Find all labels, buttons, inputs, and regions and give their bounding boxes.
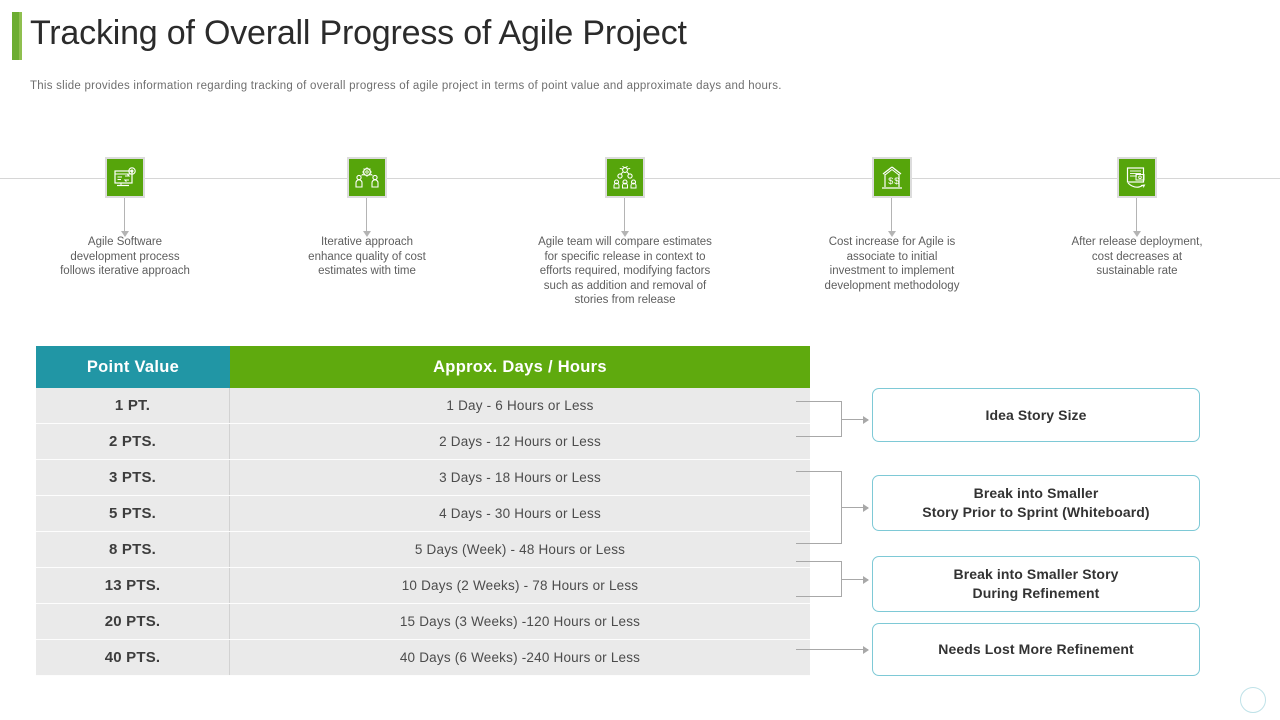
bracket-group-1 [796, 401, 842, 437]
timeline-caption-2: Iterative approach enhance quality of co… [308, 236, 426, 277]
decorative-circle [1240, 687, 1266, 713]
cost-investment-icon: $ $ [872, 157, 912, 198]
timeline-node-4[interactable]: $ $ Cost increase for Agile is associate… [825, 157, 959, 292]
timeline-node-1[interactable]: Agile Software development process follo… [60, 157, 190, 277]
cell-point-value: 20 PTS. [36, 604, 230, 639]
callout-box-4[interactable]: Needs Lost More Refinement [872, 623, 1200, 676]
svg-text:$: $ [894, 176, 899, 186]
callout-box-2[interactable]: Break into Smaller Story Prior to Sprint… [872, 475, 1200, 531]
cell-days-hours: 5 Days (Week) - 48 Hours or Less [414, 542, 626, 557]
connector-arrow-4 [796, 645, 869, 654]
cell-point-value: 5 PTS. [36, 496, 230, 531]
connector-arrow-3 [842, 575, 869, 584]
table-row[interactable]: 2 PTS. 2 Days - 12 Hours or Less [36, 424, 810, 460]
column-header-point-value: Point Value [36, 346, 230, 388]
timeline-node-2[interactable]: Iterative approach enhance quality of co… [308, 157, 426, 277]
node-connector-1 [120, 198, 129, 237]
timeline-caption-5: After release deployment, cost decreases… [1071, 236, 1203, 277]
document-money-icon [1117, 157, 1157, 198]
callout-box-1[interactable]: Idea Story Size [872, 388, 1200, 442]
cell-point-value: 3 PTS. [36, 460, 230, 495]
cell-point-value: 8 PTS. [36, 532, 230, 567]
cell-point-value: 13 PTS. [36, 568, 230, 603]
page-subtitle: This slide provides information regardin… [30, 80, 782, 92]
table-row[interactable]: 13 PTS. 10 Days (2 Weeks) - 78 Hours or … [36, 568, 810, 604]
cell-point-value: 1 PT. [36, 388, 230, 423]
bracket-group-2 [796, 471, 842, 544]
cell-days-hours: 15 Days (3 Weeks) -120 Hours or Less [399, 614, 641, 629]
bracket-group-3 [796, 561, 842, 597]
connector-arrow-2 [842, 503, 869, 512]
timeline-node-5[interactable]: After release deployment, cost decreases… [1071, 157, 1203, 277]
monitor-settings-icon [105, 157, 145, 198]
callout-box-3[interactable]: Break into Smaller Story During Refineme… [872, 556, 1200, 612]
team-growth-icon [605, 157, 645, 198]
node-connector-4 [887, 198, 896, 237]
page-title: Tracking of Overall Progress of Agile Pr… [30, 14, 687, 52]
node-connector-2 [362, 198, 371, 237]
column-header-days-hours: Approx. Days / Hours [230, 346, 810, 388]
node-connector-3 [620, 198, 629, 237]
table-row[interactable]: 8 PTS. 5 Days (Week) - 48 Hours or Less [36, 532, 810, 568]
timeline-caption-1: Agile Software development process follo… [60, 236, 190, 277]
table-header-row: Point Value Approx. Days / Hours [36, 346, 810, 388]
connector-arrow-1 [842, 415, 869, 424]
cell-days-hours: 1 Day - 6 Hours or Less [446, 398, 594, 413]
node-connector-5 [1132, 198, 1141, 237]
svg-text:$: $ [888, 176, 893, 186]
progress-table: Point Value Approx. Days / Hours 1 PT. 1… [36, 346, 810, 676]
table-row[interactable]: 40 PTS. 40 Days (6 Weeks) -240 Hours or … [36, 640, 810, 676]
cell-days-hours: 4 Days - 30 Hours or Less [439, 506, 601, 521]
timeline-node-3[interactable]: Agile team will compare estimates for sp… [538, 157, 712, 306]
timeline-caption-3: Agile team will compare estimates for sp… [538, 236, 712, 306]
cell-days-hours: 2 Days - 12 Hours or Less [439, 434, 601, 449]
cell-point-value: 2 PTS. [36, 424, 230, 459]
cell-days-hours: 10 Days (2 Weeks) - 78 Hours or Less [401, 578, 639, 593]
cell-days-hours: 3 Days - 18 Hours or Less [439, 470, 601, 485]
title-accent-bar [12, 12, 19, 60]
title-accent-bar-secondary [19, 12, 22, 60]
timeline-caption-4: Cost increase for Agile is associate to … [824, 236, 960, 292]
table-row[interactable]: 3 PTS. 3 Days - 18 Hours or Less [36, 460, 810, 496]
cell-days-hours: 40 Days (6 Weeks) -240 Hours or Less [399, 650, 641, 665]
table-row[interactable]: 20 PTS. 15 Days (3 Weeks) -120 Hours or … [36, 604, 810, 640]
cell-point-value: 40 PTS. [36, 640, 230, 675]
team-gear-icon [347, 157, 387, 198]
table-row[interactable]: 1 PT. 1 Day - 6 Hours or Less [36, 388, 810, 424]
table-row[interactable]: 5 PTS. 4 Days - 30 Hours or Less [36, 496, 810, 532]
